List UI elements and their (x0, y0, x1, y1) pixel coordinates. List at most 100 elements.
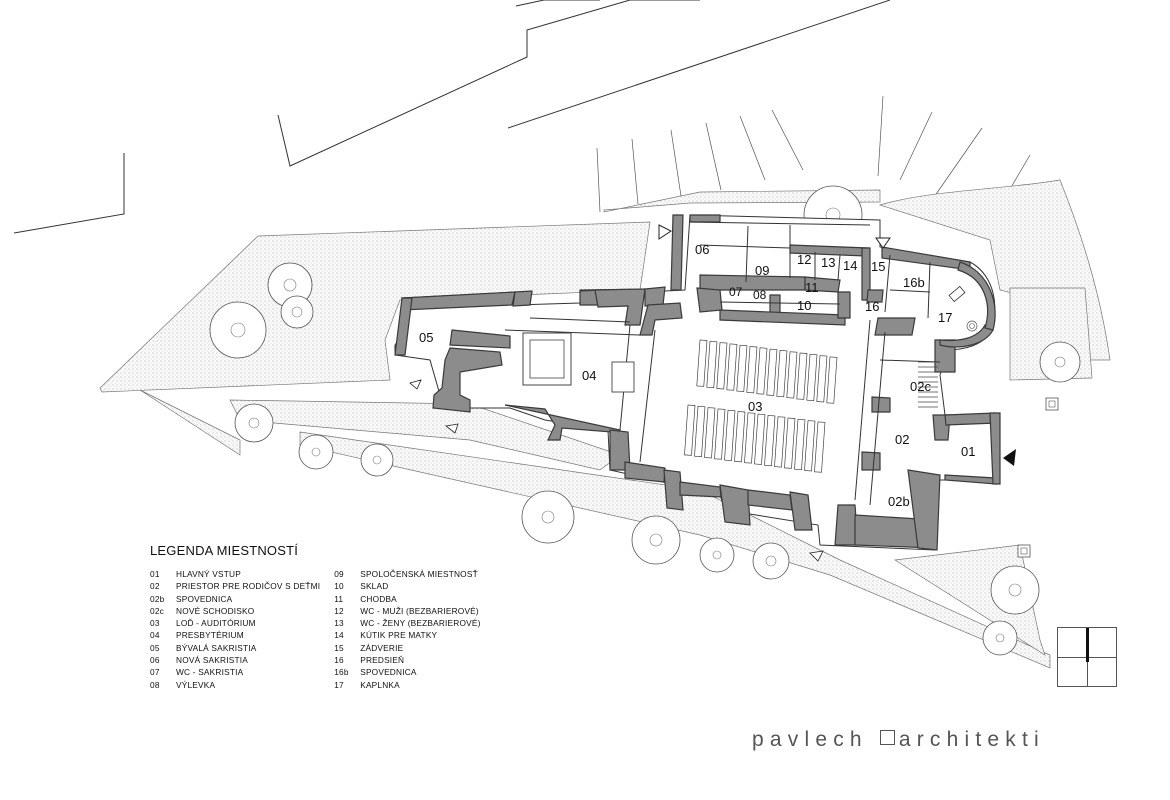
pew (804, 420, 816, 472)
pew (696, 339, 708, 387)
room-label: 02b (888, 494, 910, 509)
pew (694, 405, 706, 458)
legend-room-name: BÝVALÁ SAKRISTIA (176, 642, 257, 653)
pew (756, 347, 768, 395)
legend-room-name: PRIESTOR PRE RODIČOV S DEŤMI (176, 581, 321, 592)
legend-code: 16b (334, 667, 349, 678)
legend-code: 09 (334, 569, 344, 579)
pew (754, 413, 766, 465)
room-label: 16b (903, 275, 925, 290)
room-label: 05 (419, 330, 433, 345)
legend-code: 01 (150, 569, 160, 579)
site-markers (1017, 397, 1059, 558)
legend-room-name: ZÁDVERIE (360, 642, 404, 653)
legend-row: 01 HLAVNÝ VSTUP (150, 568, 320, 580)
room-label: 17 (938, 310, 952, 325)
legend-room-name: WC - MUŽI (BEZBARIEROVÉ) (360, 605, 479, 616)
legend-row: 17 KAPLNKA (334, 679, 490, 691)
room-label: 09 (755, 263, 769, 278)
legend-room-name: KÚTIK PRE MATKY (360, 630, 438, 641)
chapel-details (948, 285, 978, 332)
pew (814, 421, 826, 473)
pew (704, 407, 716, 459)
room-label: 06 (695, 242, 709, 257)
pew (716, 342, 728, 390)
legend-room-name: WC - ŽENY (BEZBARIEROVÉ) (360, 618, 481, 629)
pew (784, 417, 796, 469)
legend-room-name: PREDSIEŇ (360, 655, 405, 666)
legend-row: 16b SPOVEDNICA (334, 666, 490, 678)
legend-room-name: SPOVEDNICA (176, 593, 233, 604)
legend-row: 12 WC - MUŽI (BEZBARIEROVÉ) (334, 605, 490, 617)
legend-row: 08 VÝLEVKA (150, 679, 320, 691)
legend-code: 08 (150, 679, 160, 690)
room-label: 13 (821, 255, 835, 270)
room-legend: LEGENDA MIESTNOSTÍ 01 HLAVNÝ VSTUP 02 PRIES… (150, 543, 490, 691)
legend-room-name: NOVÁ SAKRISTIA (176, 655, 248, 666)
pews (684, 339, 838, 473)
room-label: 08 (753, 288, 767, 302)
legend-row: 06 NOVÁ SAKRISTIA (150, 654, 320, 666)
pew (734, 411, 746, 463)
pew (766, 348, 778, 396)
altar (522, 332, 635, 393)
room-label: 16 (865, 299, 879, 314)
trees (209, 185, 1081, 656)
north-needle-icon (1086, 628, 1089, 662)
legend-room-name: SPOLOČENSKÁ MIESTNOSŤ (360, 569, 478, 579)
legend-row: 02 PRIESTOR PRE RODIČOV S DEŤMI (150, 580, 320, 592)
legend-row: 05 BÝVALÁ SAKRISTIA (150, 642, 320, 654)
brand-logo: pavlech architekti (752, 728, 1045, 752)
church-building (394, 214, 1001, 551)
pew (806, 353, 818, 402)
staircase (918, 361, 938, 408)
pew (774, 416, 786, 468)
legend-room-name: PRESBYTÉRIUM (176, 630, 244, 641)
room-label: 04 (582, 368, 596, 383)
legend-room-name: HLAVNÝ VSTUP (176, 569, 241, 579)
legend-row: 11 CHODBA (334, 593, 490, 605)
pew (746, 346, 758, 394)
pew (764, 415, 776, 467)
pew (724, 409, 736, 461)
legend-room-name: KAPLNKA (360, 679, 400, 690)
legend-code: 12 (334, 605, 344, 616)
room-label: 02 (895, 432, 909, 447)
room-label: 14 (843, 258, 857, 273)
legend-room-name: SPOVEDNICA (360, 667, 417, 678)
legend-code: 17 (334, 679, 344, 690)
pew (726, 343, 738, 391)
room-label: 10 (797, 298, 811, 313)
pew (684, 404, 696, 456)
room-labels: 01 02 02b 02c 03 04 05 06 07 08 09 10 11… (419, 242, 975, 509)
legend-code: 03 (150, 618, 160, 629)
room-label: 12 (797, 252, 811, 267)
room-label: 03 (748, 399, 762, 414)
pew (786, 351, 798, 399)
legend-code: 02c (150, 605, 164, 616)
legend-room-name: VÝLEVKA (176, 679, 216, 690)
legend-row: 13 WC - ŽENY (BEZBARIEROVÉ) (334, 617, 490, 629)
pew (744, 412, 756, 464)
square-icon (879, 730, 895, 746)
room-label: 11 (805, 280, 819, 295)
legend-room-name: CHODBA (360, 593, 397, 604)
legend-row: 09 SPOLOČENSKÁ MIESTNOSŤ (334, 568, 490, 580)
legend-title: LEGENDA MIESTNOSTÍ (150, 543, 299, 558)
legend-code: 05 (150, 642, 160, 653)
pew (796, 352, 808, 400)
legend-code: 02 (150, 581, 160, 592)
legend-code: 11 (334, 593, 344, 604)
room-label: 15 (871, 259, 885, 274)
pew (776, 350, 788, 398)
legend-code: 06 (150, 655, 160, 666)
legend-code: 13 (334, 618, 344, 629)
brand-part-1: pavlech (752, 728, 868, 751)
